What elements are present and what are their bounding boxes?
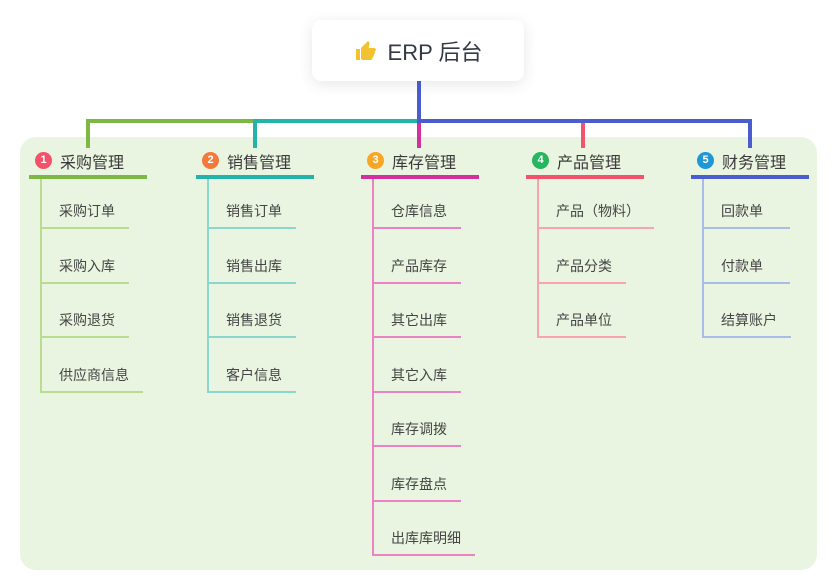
child-node[interactable]: 销售订单: [209, 179, 296, 229]
branches-panel: [20, 137, 817, 570]
child-node[interactable]: 产品库存: [374, 229, 461, 284]
connector-horizontal-green: [86, 119, 253, 123]
branch-label: 采购管理: [60, 154, 125, 172]
child-node[interactable]: 产品（物料）: [539, 179, 654, 229]
child-node[interactable]: 出库库明细: [374, 502, 475, 556]
child-node[interactable]: 销售出库: [209, 229, 296, 284]
branch-node-4[interactable]: 4 产品管理: [526, 146, 644, 179]
branch-children-2: 销售订单销售出库销售退货客户信息: [207, 179, 296, 393]
child-node[interactable]: 采购订单: [42, 179, 129, 229]
connector-drop-1: [86, 119, 90, 148]
child-node[interactable]: 库存盘点: [374, 447, 461, 502]
connector-horizontal-blue: [421, 119, 752, 123]
child-node[interactable]: 结算账户: [704, 284, 791, 338]
branch-node-5[interactable]: 5 财务管理: [691, 146, 809, 179]
branch-label: 销售管理: [227, 154, 292, 172]
branch-label: 财务管理: [722, 154, 787, 172]
branch-children-5: 回款单付款单结算账户: [702, 179, 791, 338]
child-node[interactable]: 采购入库: [42, 229, 129, 284]
branch-label: 产品管理: [557, 154, 622, 172]
child-node[interactable]: 采购退货: [42, 284, 129, 338]
branch-badge-3: 3: [367, 152, 384, 169]
connector-root-trunk: [417, 81, 421, 123]
branch-node-2[interactable]: 2 销售管理: [196, 146, 314, 179]
branch-badge-5: 5: [697, 152, 714, 169]
child-node[interactable]: 销售退货: [209, 284, 296, 338]
child-node[interactable]: 仓库信息: [374, 179, 461, 229]
child-node[interactable]: 产品单位: [539, 284, 626, 338]
branch-badge-1: 1: [35, 152, 52, 169]
child-node[interactable]: 供应商信息: [42, 338, 143, 393]
branch-badge-4: 4: [532, 152, 549, 169]
child-node[interactable]: 付款单: [704, 229, 790, 284]
child-node[interactable]: 回款单: [704, 179, 790, 229]
connector-drop-2: [253, 119, 257, 148]
thumbs-up-icon: [354, 39, 378, 63]
child-node[interactable]: 其它出库: [374, 284, 461, 338]
branch-label: 库存管理: [392, 154, 457, 172]
connector-drop-5: [748, 119, 752, 148]
connector-horizontal-teal: [253, 119, 417, 123]
child-node[interactable]: 其它入库: [374, 338, 461, 393]
child-node[interactable]: 产品分类: [539, 229, 626, 284]
branch-children-3: 仓库信息产品库存其它出库其它入库库存调拨库存盘点出库库明细: [372, 179, 475, 556]
root-title: ERP 后台: [387, 39, 483, 65]
branch-children-1: 采购订单采购入库采购退货供应商信息: [40, 179, 143, 393]
branch-node-3[interactable]: 3 库存管理: [361, 146, 479, 179]
connector-drop-4: [581, 119, 585, 148]
child-node[interactable]: 库存调拨: [374, 393, 461, 447]
branch-badge-2: 2: [202, 152, 219, 169]
branch-children-4: 产品（物料）产品分类产品单位: [537, 179, 654, 338]
connector-drop-3: [417, 119, 421, 148]
branch-node-1[interactable]: 1 采购管理: [29, 146, 147, 179]
child-node[interactable]: 客户信息: [209, 338, 296, 393]
root-node[interactable]: ERP 后台: [312, 20, 524, 81]
